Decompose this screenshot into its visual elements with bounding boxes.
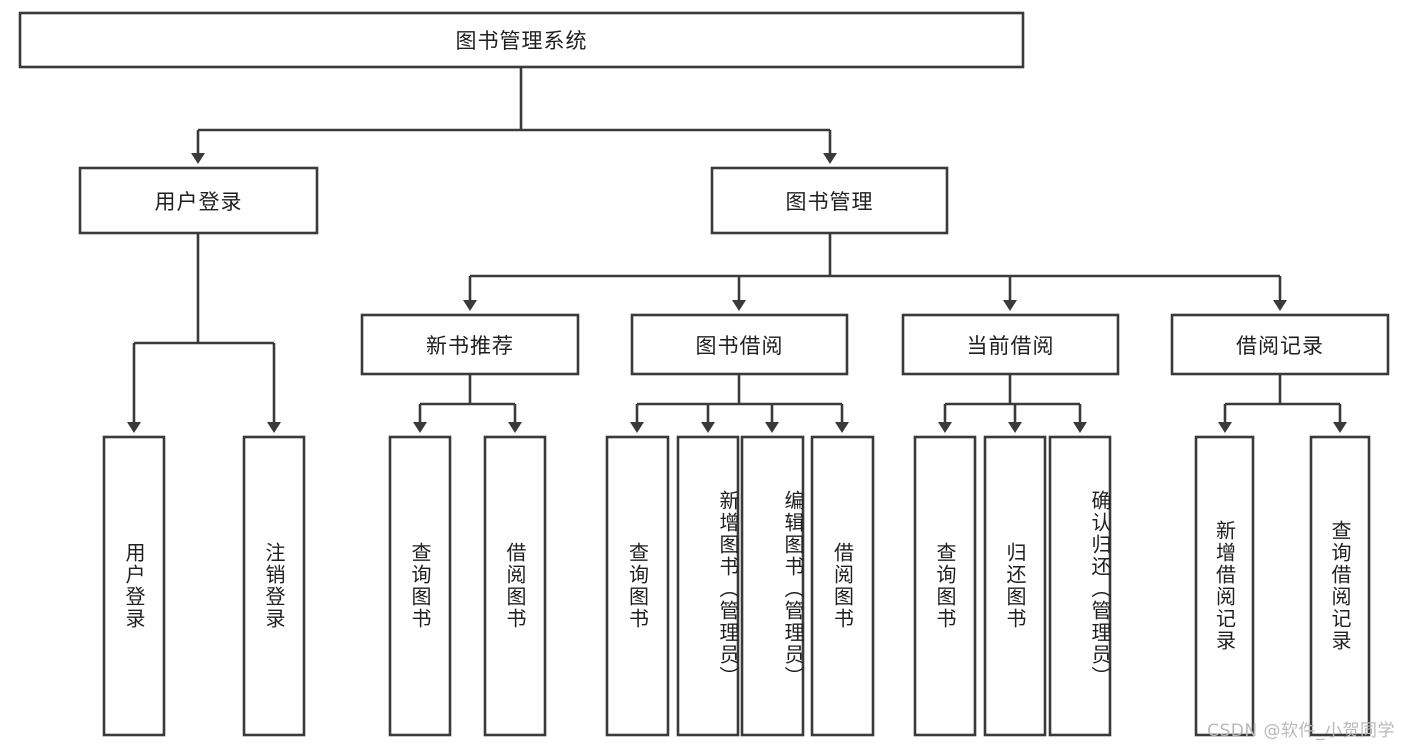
node-box-leaf-confirm-return-admin[interactable]: [1048, 435, 1112, 737]
node-box-leaf-query-book-1[interactable]: [388, 435, 452, 737]
node-box-leaf-query-borrow-record[interactable]: [1309, 435, 1371, 737]
node-box-leaf-return-book[interactable]: [983, 435, 1047, 737]
node-box-book-borrow[interactable]: [630, 313, 849, 376]
node-box-leaf-edit-book-admin[interactable]: [740, 435, 805, 737]
node-box-leaf-add-book-admin[interactable]: [676, 435, 740, 737]
node-box-leaf-query-book-2[interactable]: [605, 435, 670, 737]
node-box-leaf-logout-login[interactable]: [242, 435, 306, 737]
node-box-user-login[interactable]: [78, 166, 319, 235]
node-box-new-book-recommend[interactable]: [360, 313, 580, 376]
node-box-borrow-record[interactable]: [1170, 313, 1390, 376]
node-box-leaf-user-login[interactable]: [102, 435, 166, 737]
node-box-root[interactable]: [18, 11, 1025, 69]
node-box-book-management[interactable]: [710, 166, 949, 235]
node-box-leaf-borrow-book-1[interactable]: [483, 435, 547, 737]
node-box-leaf-add-borrow-record[interactable]: [1194, 435, 1255, 737]
node-box-leaf-query-book-3[interactable]: [913, 435, 977, 737]
watermark-text: CSDN @软件_小贺同学: [1207, 721, 1395, 741]
node-box-leaf-borrow-book-2[interactable]: [810, 435, 875, 737]
node-box-current-borrow[interactable]: [901, 313, 1120, 376]
